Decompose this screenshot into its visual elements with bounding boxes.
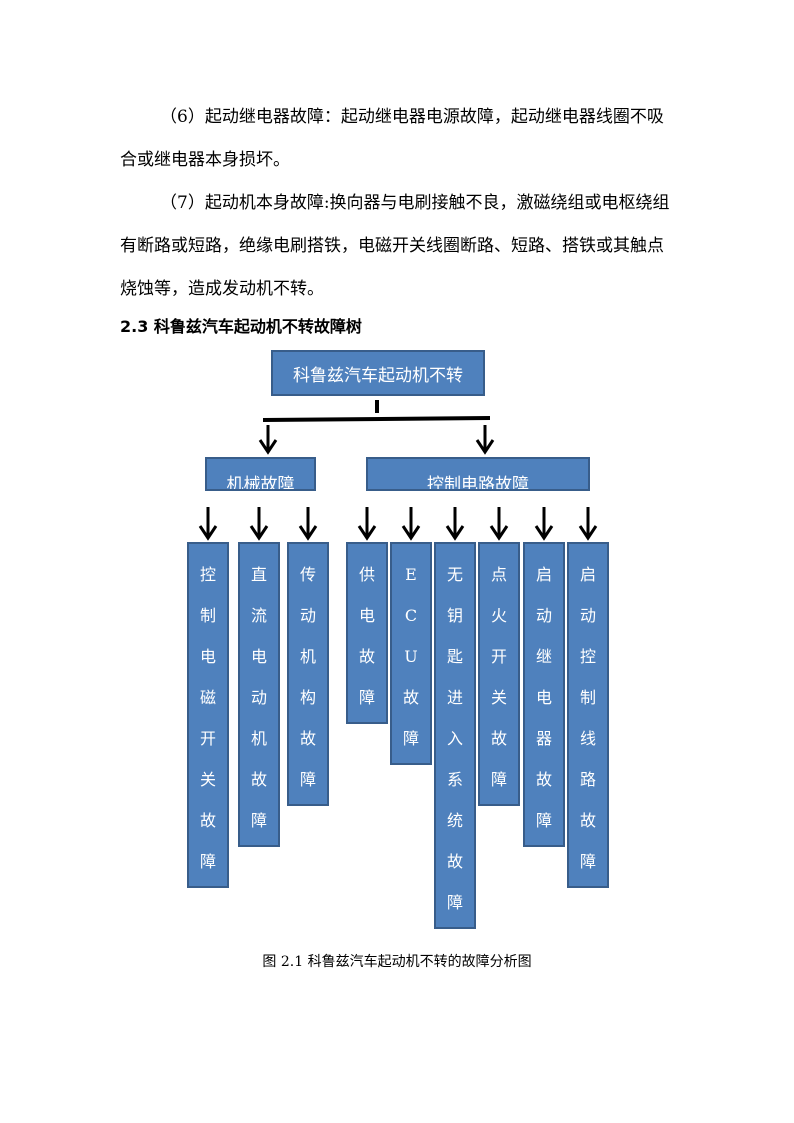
tree-root-node: 科鲁兹汽车起动机不转	[271, 350, 485, 396]
leaf-char: 直	[250, 565, 267, 584]
leaf-char: 机	[299, 647, 316, 666]
leaf-char: 电	[250, 647, 267, 666]
leaf-node-ecu: E C U 故障	[390, 542, 432, 765]
leaf-char: 火	[490, 606, 507, 625]
category-node-mechanical: 机械故障	[205, 457, 316, 491]
leaf-char: 障	[358, 688, 375, 707]
leaf-char: 关	[490, 688, 507, 707]
section-heading: 2.3 科鲁兹汽车起动机不转故障树	[120, 317, 362, 336]
leaf-char: 故	[402, 688, 419, 707]
leaf-char: 机	[250, 729, 267, 748]
leaf-char: U	[404, 647, 418, 666]
leaf-char: 匙	[446, 647, 463, 666]
arrow-down-icon	[258, 425, 278, 455]
leaf-node-keyless-entry: 无钥匙进入系统故障	[434, 542, 476, 929]
leaf-char: 障	[402, 729, 419, 748]
leaf-char: 动	[299, 606, 316, 625]
leaf-char: 障	[579, 852, 596, 871]
leaf-char: 入	[446, 729, 463, 748]
leaf-node-solenoid-switch: 控制电磁开关故障	[187, 542, 229, 888]
leaf-char: 器	[535, 729, 552, 748]
leaf-char: 控	[199, 565, 216, 584]
arrow-down-icon	[489, 507, 509, 541]
paragraph-6: （6）起动继电器故障：起动继电器电源故障，起动继电器线圈不吸合或继电器本身损坏。	[120, 107, 664, 170]
leaf-node-dc-motor: 直流电动机故障	[238, 542, 280, 847]
leaf-char: 传	[299, 565, 316, 584]
leaf-char: 故	[250, 770, 267, 789]
branch-bar	[262, 416, 491, 422]
leaf-char: 障	[490, 770, 507, 789]
arrow-down-icon	[357, 507, 377, 541]
arrow-down-icon	[475, 425, 495, 455]
arrow-down-icon	[401, 507, 421, 541]
leaf-char: 故	[199, 811, 216, 830]
leaf-char: C	[404, 606, 418, 625]
arrow-down-icon	[445, 507, 465, 541]
leaf-char: 钥	[446, 606, 463, 625]
leaf-char: 故	[490, 729, 507, 748]
paragraph-7: （7）起动机本身故障:换向器与电刷接触不良，激磁绕组或电枢绕组有断路或短路，绝缘…	[120, 193, 670, 299]
leaf-char: 动	[535, 606, 552, 625]
leaf-char: 进	[446, 688, 463, 707]
leaf-char: 电	[535, 688, 552, 707]
leaf-char: 系	[446, 770, 463, 789]
arrow-down-icon	[198, 507, 218, 541]
leaf-char: 障	[299, 770, 316, 789]
leaf-char: 制	[579, 688, 596, 707]
leaf-char: 障	[250, 811, 267, 830]
leaf-char: 供	[358, 565, 375, 584]
leaf-char: 障	[535, 811, 552, 830]
leaf-char: 故	[446, 852, 463, 871]
leaf-char: 开	[199, 729, 216, 748]
leaf-char: 统	[446, 811, 463, 830]
arrow-down-icon	[534, 507, 554, 541]
leaf-char: 流	[250, 606, 267, 625]
leaf-char: 磁	[199, 688, 216, 707]
leaf-node-start-control-circuit: 启动控制线路故障	[567, 542, 609, 888]
leaf-char: 开	[490, 647, 507, 666]
leaf-char: 故	[299, 729, 316, 748]
figure-caption: 图 2.1 科鲁兹汽车起动机不转的故障分析图	[262, 954, 532, 970]
arrow-down-icon	[578, 507, 598, 541]
leaf-char: 故	[358, 647, 375, 666]
leaf-char: 动	[250, 688, 267, 707]
leaf-char: 电	[199, 647, 216, 666]
leaf-char: 制	[199, 606, 216, 625]
leaf-char: 启	[579, 565, 596, 584]
leaf-char: 动	[579, 606, 596, 625]
arrow-down-icon	[298, 507, 318, 541]
leaf-char: 构	[299, 688, 316, 707]
leaf-char: 线	[579, 729, 596, 748]
leaf-char: E	[405, 565, 417, 584]
category-node-control-circuit: 控制电路故障	[366, 457, 590, 491]
leaf-char: 关	[199, 770, 216, 789]
leaf-char: 故	[535, 770, 552, 789]
arrow-down-icon	[249, 507, 269, 541]
leaf-char: 继	[535, 647, 552, 666]
leaf-char: 启	[535, 565, 552, 584]
leaf-char: 点	[490, 565, 507, 584]
leaf-char: 障	[446, 893, 463, 912]
leaf-char: 路	[579, 770, 596, 789]
leaf-node-power-supply: 供电故障	[346, 542, 388, 724]
leaf-char: 无	[446, 565, 463, 584]
leaf-node-start-relay: 启动继电器故障	[523, 542, 565, 847]
leaf-node-drive-mechanism: 传动机构故障	[287, 542, 329, 806]
leaf-char: 电	[358, 606, 375, 625]
leaf-char: 障	[199, 852, 216, 871]
leaf-char: 故	[579, 811, 596, 830]
leaf-char: 控	[579, 647, 596, 666]
leaf-node-ignition-switch: 点火开关故障	[478, 542, 520, 806]
